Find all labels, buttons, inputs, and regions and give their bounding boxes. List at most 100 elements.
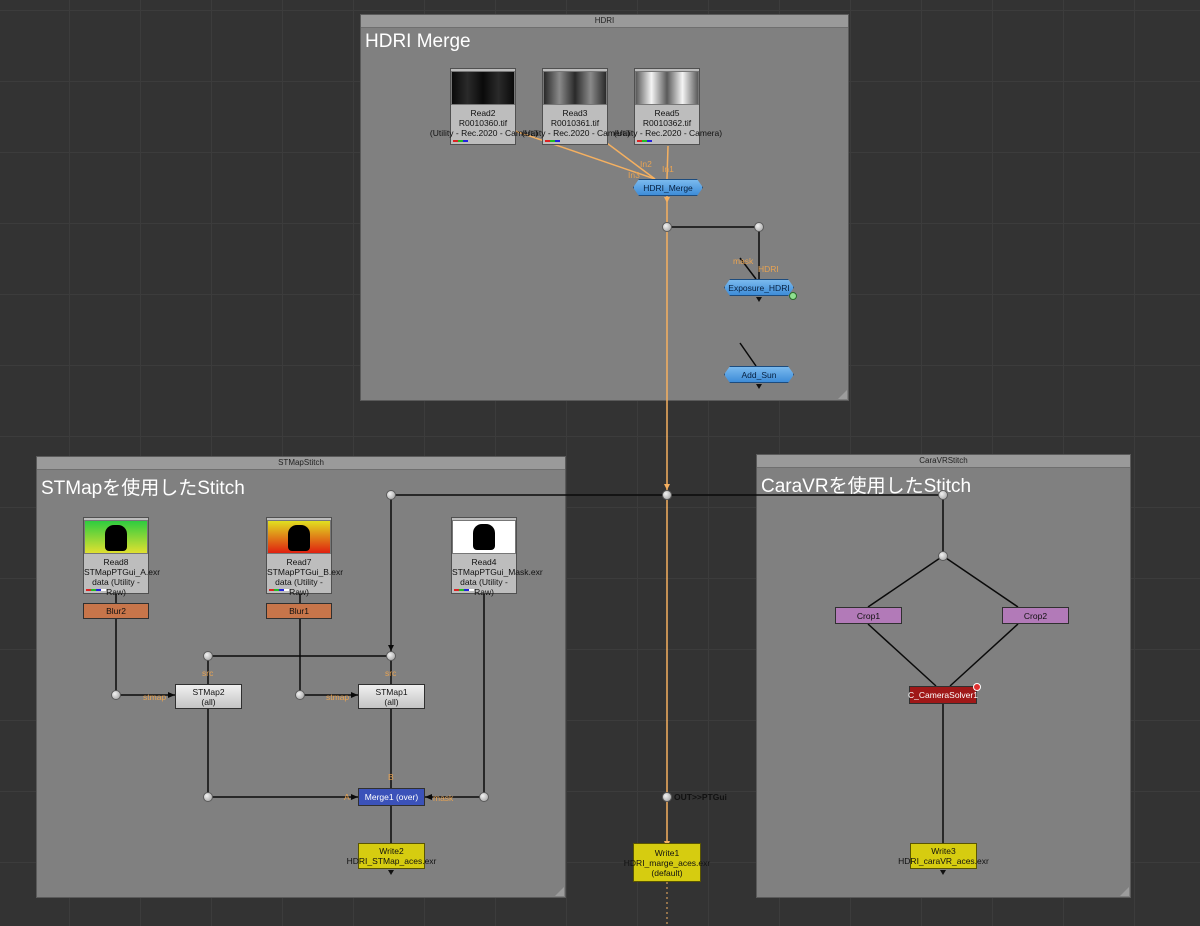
node-colorspace: data (Utility - Raw) (92, 577, 140, 597)
input-label-hdri: HDRI (758, 264, 779, 274)
status-indicator (973, 683, 981, 691)
thumbnail (543, 71, 607, 105)
exposure-hdri-node[interactable]: Exposure_HDRI (724, 279, 794, 296)
wire-crop2-solver (949, 623, 1019, 687)
thumbnail (267, 520, 331, 554)
output-arrow (388, 870, 394, 875)
node-colorspace: (Utility - Rec.2020 - Camera) (429, 128, 539, 138)
arrow-down (664, 197, 670, 203)
read-node-read5[interactable]: Read5 R0010362.tif (Utility - Rec.2020 -… (614, 68, 722, 145)
wire-mask-exposure (739, 257, 757, 280)
resize-handle[interactable] (838, 390, 847, 399)
blur1-node[interactable]: Blur1 (266, 603, 332, 619)
read-node-read8[interactable]: Read8 STMapPTGui_A.exr data (Utility - R… (83, 517, 161, 597)
dot-merge-mask[interactable] (479, 792, 489, 802)
node-name: STMap2 (192, 686, 225, 697)
node-name: Write1 (654, 847, 680, 858)
input-label-src: src (385, 668, 397, 678)
input-label-in2: In2 (640, 159, 652, 169)
dot-out-ptgui[interactable] (662, 792, 672, 802)
node-colorspace: (Utility - Rec.2020 - Camera) (613, 128, 723, 138)
write3-node[interactable]: Write3 HDRI_caraVR_aces.exr (898, 843, 989, 869)
arrow-down (388, 645, 394, 651)
thumbnail (451, 71, 515, 105)
node-colorspace: (Utility - Rec.2020 - Camera) (521, 128, 631, 138)
input-label-in3: In3 (628, 170, 640, 180)
node-name: Write3 (931, 846, 956, 856)
input-label-in1: In1 (662, 164, 674, 174)
add-sun-node[interactable]: Add_Sun (724, 366, 794, 383)
read-node-read7[interactable]: Read7 STMapPTGui_B.exr data (Utility - R… (266, 517, 343, 597)
channel-indicator (454, 589, 474, 591)
node-name: Read3 (562, 108, 588, 118)
wire-read5-in1 (666, 145, 669, 180)
input-label-b: B (388, 772, 394, 782)
node-name: Read2 (470, 108, 496, 118)
channel-indicator (545, 140, 560, 142)
node-name: Read4 (471, 557, 497, 567)
dot-src-right[interactable] (386, 651, 396, 661)
thumbnail (635, 71, 699, 105)
arrow-down (664, 484, 670, 490)
dot-hdri-branch[interactable] (662, 222, 672, 232)
dot-stmap2-in[interactable] (111, 690, 121, 700)
read-node-read2[interactable]: Read2 R0010360.tif (Utility - Rec.2020 -… (430, 68, 538, 145)
status-indicator (789, 292, 797, 300)
node-name: Write2 (379, 846, 404, 856)
write1-node[interactable]: Write1 HDRI_marge_aces.exr (default) (624, 843, 710, 882)
channel-indicator (86, 589, 106, 591)
merge1-node[interactable]: Merge1 (over) (358, 788, 425, 806)
node-channels: (all) (201, 696, 216, 707)
input-label-stmap: stmap (326, 692, 350, 702)
wire-crop1-in (867, 555, 944, 608)
node-name: Read8 (103, 557, 129, 567)
arrow-right (351, 794, 358, 800)
output-arrow (756, 297, 762, 302)
crop2-node[interactable]: Crop2 (1002, 607, 1069, 624)
input-label-mask: mask (733, 256, 754, 266)
arrow-left (425, 794, 432, 800)
camera-solver-node[interactable]: C_CameraSolver1 (908, 686, 978, 704)
backdrop-label: CaraVRStitch (757, 455, 1130, 468)
node-file: HDRI_marge_aces.exr (623, 857, 711, 868)
input-label-a: A (344, 792, 350, 802)
arrow-right (168, 692, 175, 698)
dot-merge-a[interactable] (203, 792, 213, 802)
hdri-merge-node[interactable]: HDRI_Merge (633, 179, 703, 196)
input-label-stmap: stmap (143, 692, 167, 702)
backdrop-label: HDRI (361, 15, 848, 28)
node-extra: (default) (651, 867, 683, 878)
node-file: R0010362.tif (642, 118, 692, 128)
node-colorspace: data (Utility - Raw) (460, 577, 508, 597)
output-arrow (756, 384, 762, 389)
node-file: HDRI_caraVR_aces.exr (898, 856, 989, 866)
backdrop-label: STMapStitch (37, 457, 565, 470)
backdrop-title: STMapを使用したStitch (41, 478, 245, 499)
resize-handle[interactable] (1120, 887, 1129, 896)
node-file: STMapPTGui_Mask.exr (452, 567, 543, 577)
caravr-backdrop[interactable]: CaraVRStitch CaraVRを使用したStitch (756, 454, 1131, 898)
resize-handle[interactable] (555, 887, 564, 896)
dot-src-left[interactable] (203, 651, 213, 661)
node-channels: (all) (384, 696, 399, 707)
crop1-node[interactable]: Crop1 (835, 607, 902, 624)
read-node-read3[interactable]: Read3 R0010361.tif (Utility - Rec.2020 -… (522, 68, 630, 145)
dot-crop-branch[interactable] (938, 551, 948, 561)
stmap1-node[interactable]: STMap1 (all) (358, 684, 425, 709)
node-file: STMapPTGui_A.exr (84, 567, 161, 577)
dot-label-out-ptgui: OUT>>PTGui (674, 792, 727, 802)
node-colorspace: data (Utility - Raw) (275, 577, 323, 597)
dot-exposure-in[interactable] (754, 222, 764, 232)
read-node-read4[interactable]: Read4 STMapPTGui_Mask.exr data (Utility … (451, 517, 543, 597)
output-arrow (940, 870, 946, 875)
node-file: HDRI_STMap_aces.exr (346, 856, 437, 866)
dot-split-right[interactable] (938, 490, 948, 500)
write2-node[interactable]: Write2 HDRI_STMap_aces.exr (347, 843, 436, 869)
node-file: R0010361.tif (550, 118, 600, 128)
dot-split-left[interactable] (386, 490, 396, 500)
dot-stmap1-in[interactable] (295, 690, 305, 700)
stmap2-node[interactable]: STMap2 (all) (175, 684, 242, 709)
dot-split-center[interactable] (662, 490, 672, 500)
blur2-node[interactable]: Blur2 (83, 603, 149, 619)
input-label-mask: mask (433, 793, 454, 803)
